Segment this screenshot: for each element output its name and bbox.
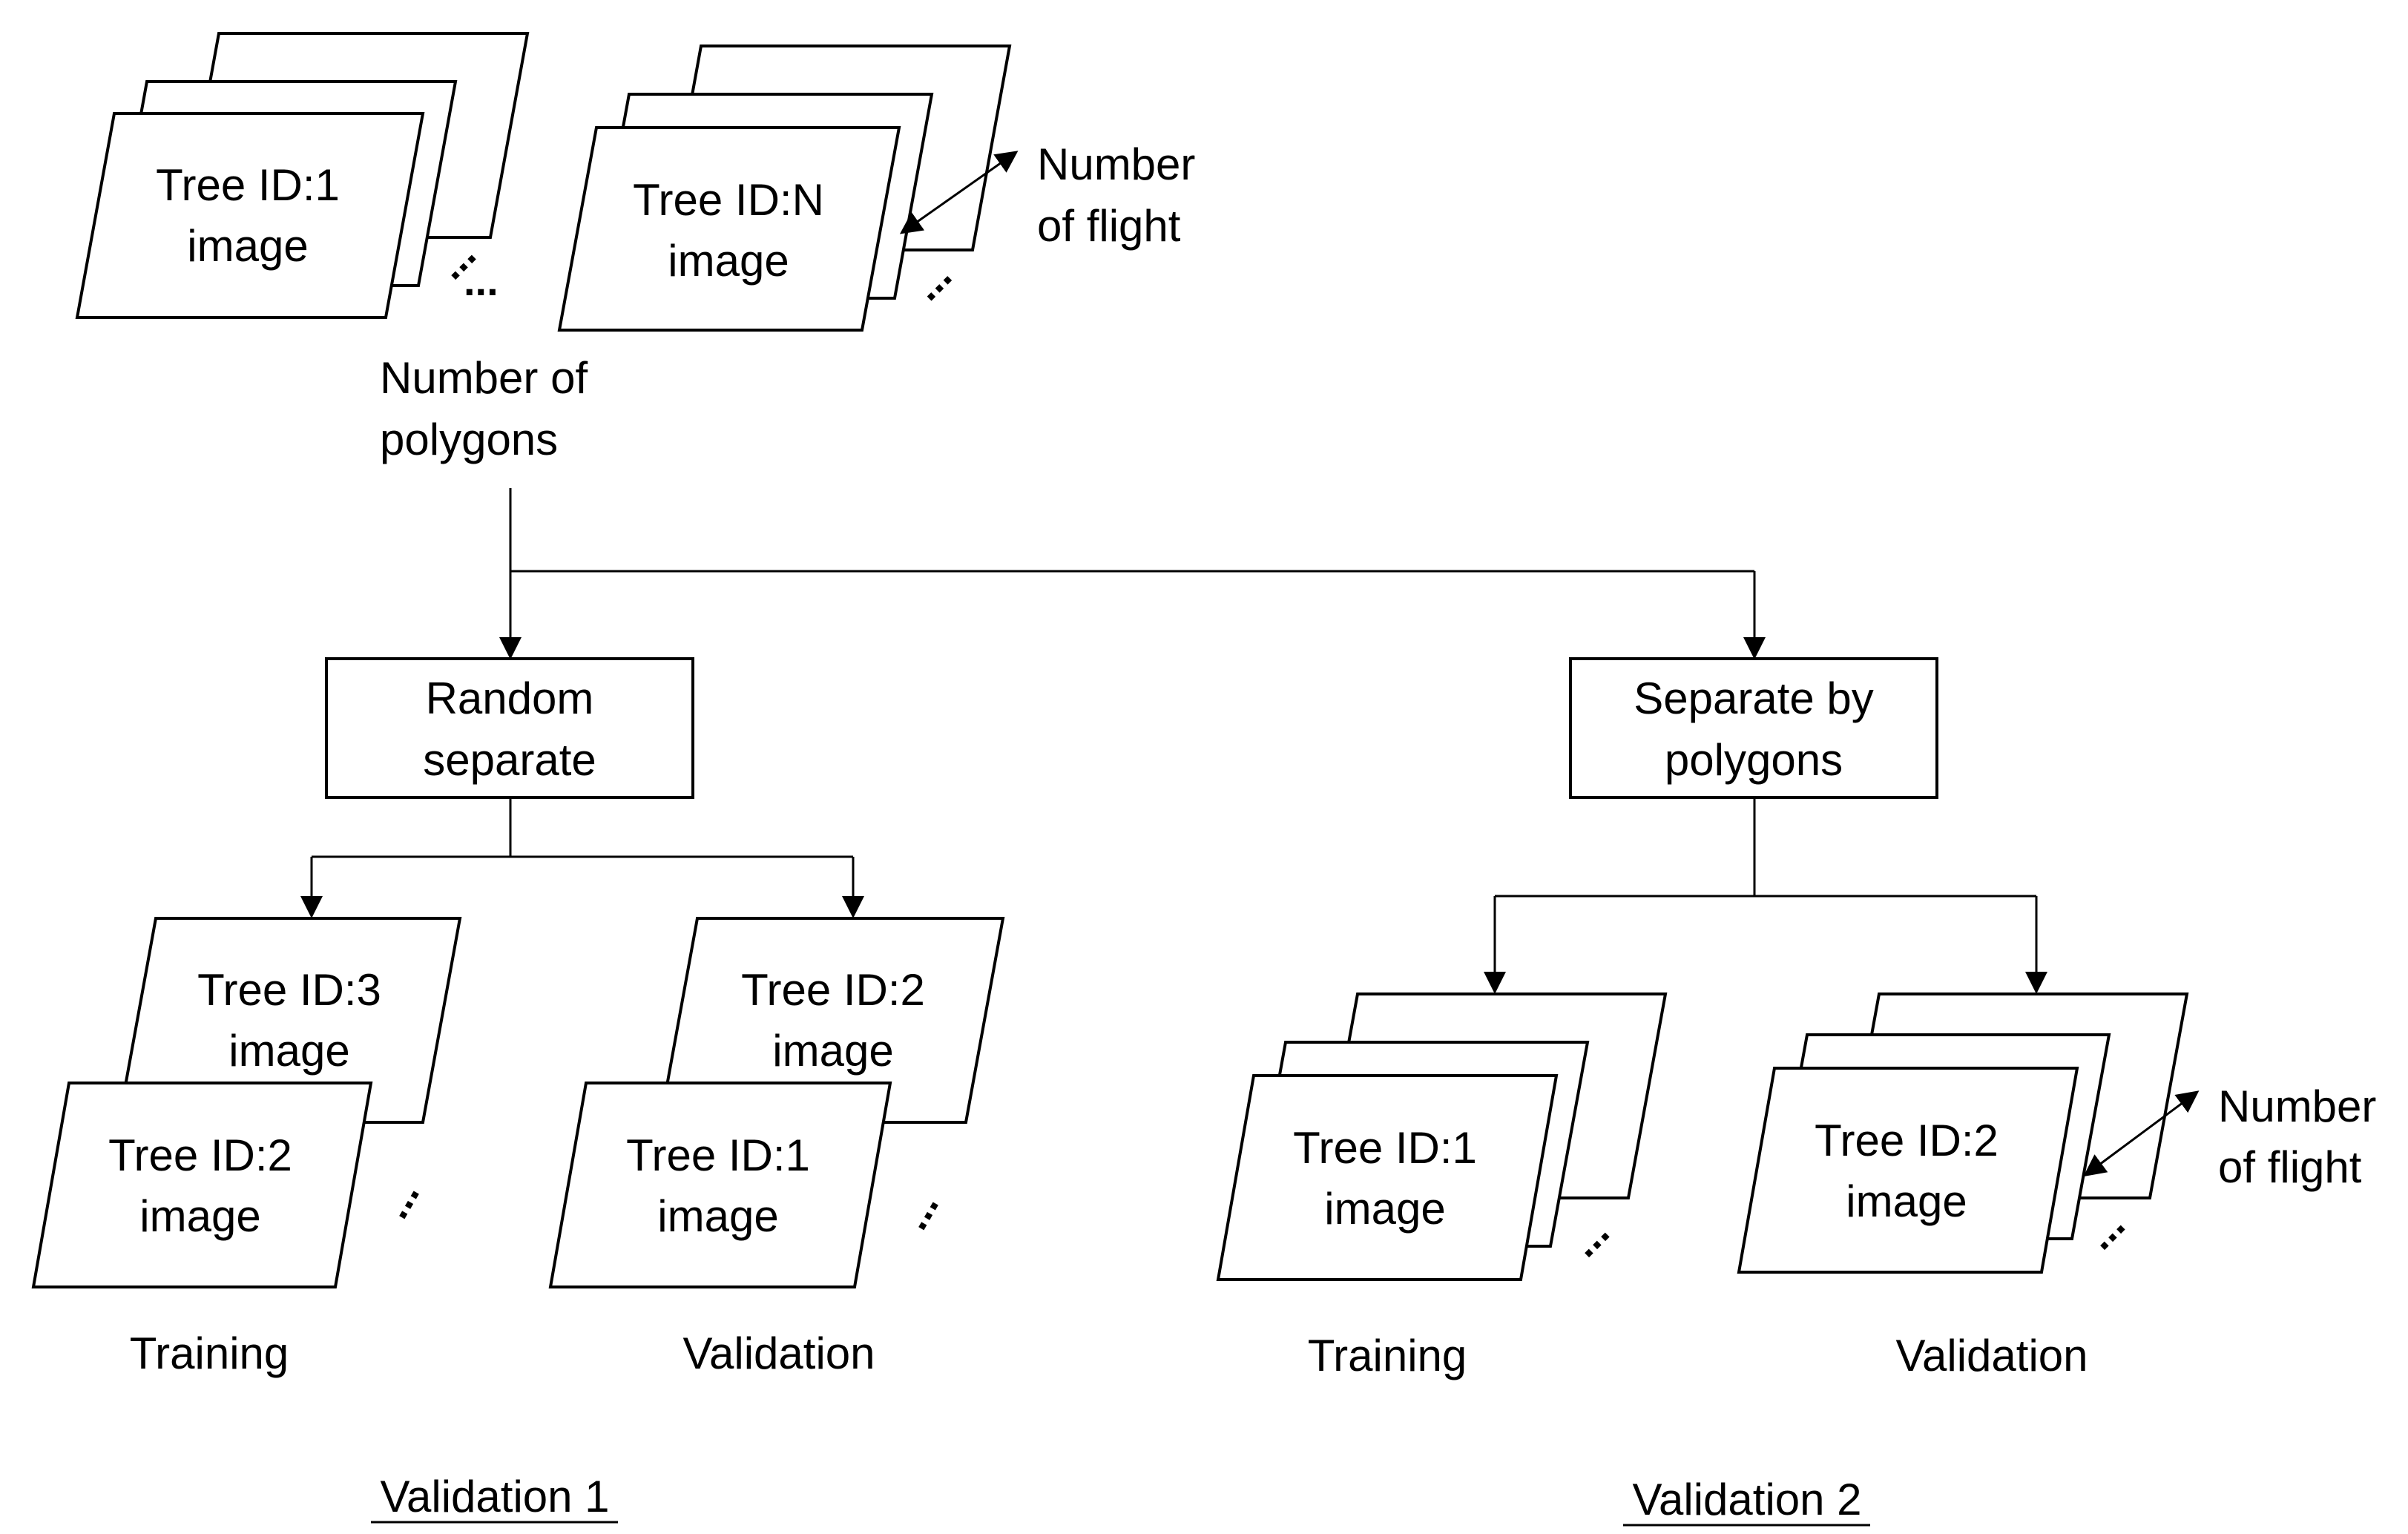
tree-n-label: Tree ID:N <box>633 175 824 225</box>
polygons-label: Number of polygons <box>380 353 588 464</box>
v1-validation-front-line1: Tree ID:1 <box>626 1130 810 1180</box>
image-stack-tree-1: Tree ID:1 image ... ... <box>75 32 530 319</box>
validation-1-title: Validation 1 <box>380 1472 609 1521</box>
v1-training-stack: Tree ID:3 image Tree ID:2 image ... <box>31 917 462 1288</box>
v2-validation-front-line2: image <box>1846 1176 1967 1226</box>
random-split-connector <box>300 797 864 918</box>
v1-validation-front-line2: image <box>657 1191 778 1241</box>
v2-number-of-flight-line1: Number <box>2218 1082 2376 1131</box>
v2-training-stack: Tree ID:1 image ... <box>1216 993 1668 1281</box>
number-of-flight-line2: of flight <box>1037 201 1181 251</box>
v1-validation-back-line2: image <box>772 1026 893 1076</box>
random-separate-line1: Random <box>426 674 594 723</box>
v2-validation-ellipsis: ... <box>2076 1201 2134 1259</box>
v2-flight-annotation: Number of flight <box>2218 1082 2376 1192</box>
v2-validation-front-line1: Tree ID:2 <box>1815 1116 1999 1165</box>
number-of-flight-line1: Number <box>1037 139 1195 189</box>
validation-2-title: Validation 2 <box>1632 1475 1861 1524</box>
top-flight-annotation: Number of flight <box>1037 139 1195 251</box>
tree-1-image-label: image <box>187 221 308 271</box>
stack-ellipsis: ... <box>903 251 961 309</box>
stack-ellipsis-horizontal: ... <box>464 257 499 304</box>
tree-1-label: Tree ID:1 <box>156 160 340 210</box>
v1-training-back-line2: image <box>228 1026 349 1076</box>
polygon-separate-box: Separate by polygons <box>1569 657 1938 799</box>
v2-flight-count-arrow <box>2083 1090 2200 1177</box>
v2-training-ellipsis: ... <box>1560 1208 1618 1266</box>
v2-validation-caption: Validation <box>1895 1331 2088 1380</box>
v1-training-caption: Training <box>130 1329 289 1378</box>
random-separate-box: Random separate <box>325 657 694 799</box>
v2-number-of-flight-line2: of flight <box>2218 1142 2362 1192</box>
v2-validation-stack: Tree ID:2 image ... <box>1737 993 2200 1274</box>
number-of-polygons-line1: Number of <box>380 353 588 403</box>
v1-training-ellipsis: ... <box>370 1173 428 1226</box>
separate-by-polygons-line1: Separate by <box>1634 674 1874 723</box>
tree-n-image-label: image <box>668 236 789 286</box>
split-connector <box>499 488 1766 659</box>
v1-validation-stack: Tree ID:2 image Tree ID:1 image ... <box>548 917 1005 1288</box>
polygon-split-connector <box>1484 797 2047 994</box>
section-title-validation-2: Validation 2 <box>1623 1475 1870 1527</box>
flight-count-arrow <box>899 151 1019 234</box>
v2-training-caption: Training <box>1308 1331 1467 1380</box>
v1-training-back-line1: Tree ID:3 <box>197 965 381 1015</box>
v2-training-front-line2: image <box>1324 1184 1445 1234</box>
v1-training-front-line2: image <box>139 1191 260 1241</box>
number-of-polygons-line2: polygons <box>380 415 558 464</box>
v1-training-front-line1: Tree ID:2 <box>108 1130 292 1180</box>
v1-validation-caption: Validation <box>682 1329 875 1378</box>
v1-validation-back-line1: Tree ID:2 <box>741 965 925 1015</box>
image-stack-tree-n: Tree ID:N image ... <box>557 45 1019 332</box>
v1-validation-ellipsis: ... <box>889 1184 947 1237</box>
v2-training-front-line1: Tree ID:1 <box>1293 1123 1477 1173</box>
random-separate-line2: separate <box>423 735 596 785</box>
separate-by-polygons-line2: polygons <box>1665 735 1843 785</box>
section-title-validation-1: Validation 1 <box>371 1472 618 1524</box>
